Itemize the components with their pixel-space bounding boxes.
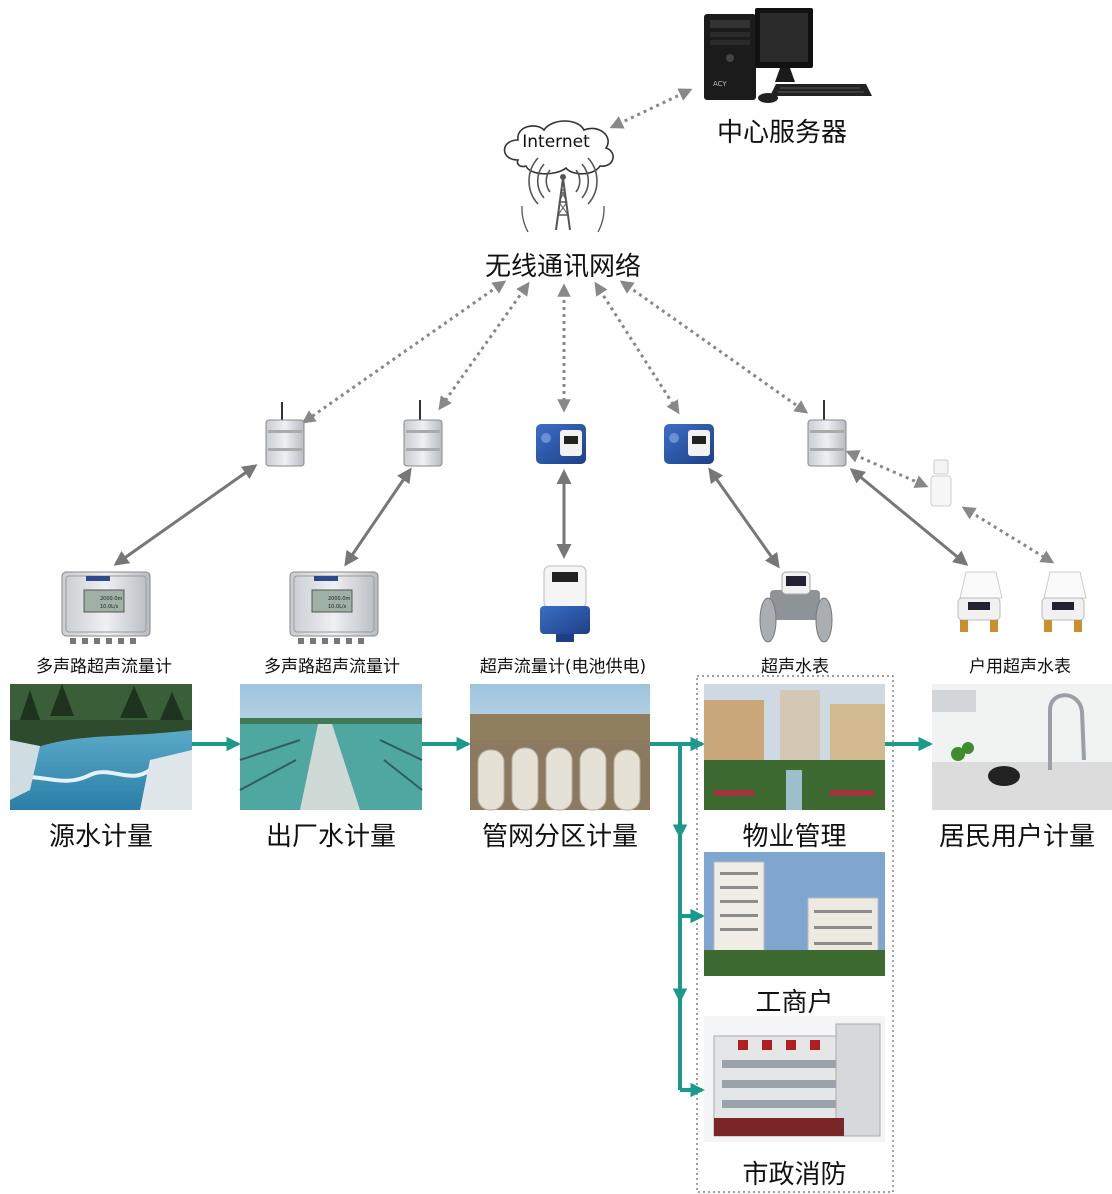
rtu-1-icon [265,402,305,467]
photo-plant-output [239,684,423,810]
flowmeter-2-display-line-1: 2000.0m [328,596,350,602]
ultrasonic-water-meter-icon [759,571,833,643]
server-computer-icon [704,8,872,103]
internet-label: Internet [522,132,590,152]
branch-label-fire: 市政消防 [742,1160,847,1190]
household-meter-2-icon [1041,571,1087,632]
wireless-network-label: 无线通讯网络 [484,252,641,282]
photo-residential [932,684,1112,810]
internet-cloud-icon [503,120,614,175]
device-label-multipath-1: 多声路超声流量计 [36,657,172,677]
device-label-multipath-2: 多声路超声流量计 [264,657,400,677]
photo-commercial [704,852,885,976]
repeater-icon [930,459,952,507]
branch-group-frame [696,675,894,1193]
photo-fire-station [704,1016,885,1142]
device-label-ultrasonic-meter: 超声水表 [761,657,829,677]
branch-label-commercial: 工商户 [755,988,834,1018]
central-server-label: 中心服务器 [716,118,847,148]
multipath-flowmeter-1-icon [61,571,151,644]
household-meter-1-icon [957,571,1003,632]
stage-label-source: 源水计量 [48,822,153,852]
flowmeter-1-display-line-2: 10.0L/s [100,604,119,610]
rtu-2-icon [403,400,443,467]
wireless-module-2-icon [664,424,714,464]
flowmeter-2-display-line-2: 10.0L/s [328,604,347,610]
wired-links [113,464,969,569]
wireless-module-1-icon [536,424,586,464]
server-brand-text: ACY [713,80,727,88]
flow-arrows [192,736,933,1098]
stage-label-residential: 居民用户计量 [938,822,1095,852]
branch-label-property: 物业管理 [742,822,847,852]
flowmeter-1-display-line-1: 2000.0m [100,596,122,602]
photo-source-water [9,684,192,810]
wireless-links [301,88,1055,564]
antenna-tower-icon [521,157,605,233]
photo-pipe-network [470,684,650,811]
photo-property-management [704,684,885,810]
device-label-household-meter: 户用超声水表 [969,657,1071,677]
stage-label-plant: 出厂水计量 [265,822,396,852]
device-label-battery-flowmeter: 超声流量计(电池供电) [479,657,647,677]
rtu-3-icon [807,400,847,467]
multipath-flowmeter-2-icon [289,571,379,644]
battery-flowmeter-icon [540,565,590,642]
stage-label-network: 管网分区计量 [481,822,638,852]
